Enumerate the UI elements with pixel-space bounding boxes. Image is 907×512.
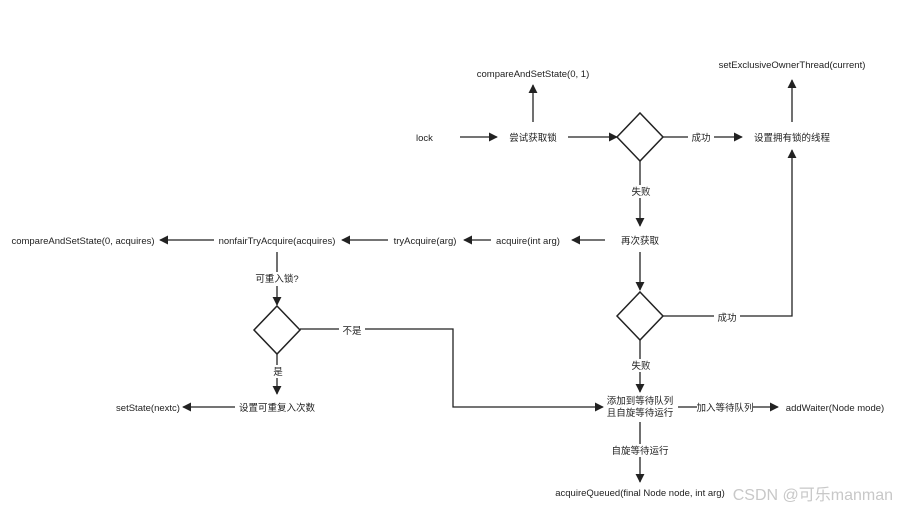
edge-label-not: 不是 <box>342 326 362 337</box>
node-labels: lock 尝试获取锁 compareAndSetState(0, 1) 设置拥有… <box>11 60 884 499</box>
edge-label-fail-1: 失败 <box>631 186 651 198</box>
node-nonfair: nonfairTryAcquire(acquires) <box>219 236 336 247</box>
decision-diamond-1 <box>615 111 665 163</box>
decision-diamond-2 <box>615 290 665 342</box>
node-set-reentry-cn: 设置可重复入次数 <box>239 402 316 414</box>
node-set-exclusive: setExclusiveOwnerThread(current) <box>719 60 866 71</box>
edge-label-success-2: 成功 <box>717 312 736 324</box>
node-cas-0-1: compareAndSetState(0, 1) <box>477 69 589 80</box>
node-try-acquire-arg: tryAcquire(arg) <box>394 236 457 247</box>
edge-label-yes: 是 <box>273 367 283 378</box>
decision-nodes <box>252 111 665 356</box>
edge-label-fail-2: 失败 <box>631 360 651 372</box>
edge-label-success-1: 成功 <box>691 132 710 144</box>
edge-label-add-to-queue: 加入等待队列 <box>696 402 753 414</box>
edge-labels: 成功 失败 成功 失败 不是 是 加入等待队列 自旋等待运行 <box>270 131 754 457</box>
node-set-state: setState(nextc) <box>116 403 180 414</box>
node-set-owner-cn: 设置拥有锁的线程 <box>754 132 831 144</box>
node-reentrant-q: 可重入锁? <box>255 273 298 285</box>
decision-diamond-reentrant <box>252 304 302 356</box>
node-enqueue-line1: 添加到等待队列 <box>607 395 674 407</box>
node-enqueue-line2: 且自旋等待运行 <box>607 407 674 419</box>
node-cas-acquires: compareAndSetState(0, acquires) <box>11 236 154 247</box>
edge-diamond2-success <box>663 149 797 317</box>
node-lock: lock <box>416 133 433 144</box>
edge-label-spin-wait: 自旋等待运行 <box>611 445 669 457</box>
edge-diamond3-not <box>300 328 604 412</box>
node-acquire-int: acquire(int arg) <box>496 236 560 247</box>
node-retry-cn: 再次获取 <box>621 235 660 247</box>
node-acquire-queued: acquireQueued(final Node node, int arg) <box>555 488 725 499</box>
node-add-waiter: addWaiter(Node mode) <box>786 403 884 414</box>
node-try-acquire-cn: 尝试获取锁 <box>509 132 557 144</box>
watermark: CSDN @可乐manman <box>733 486 893 504</box>
